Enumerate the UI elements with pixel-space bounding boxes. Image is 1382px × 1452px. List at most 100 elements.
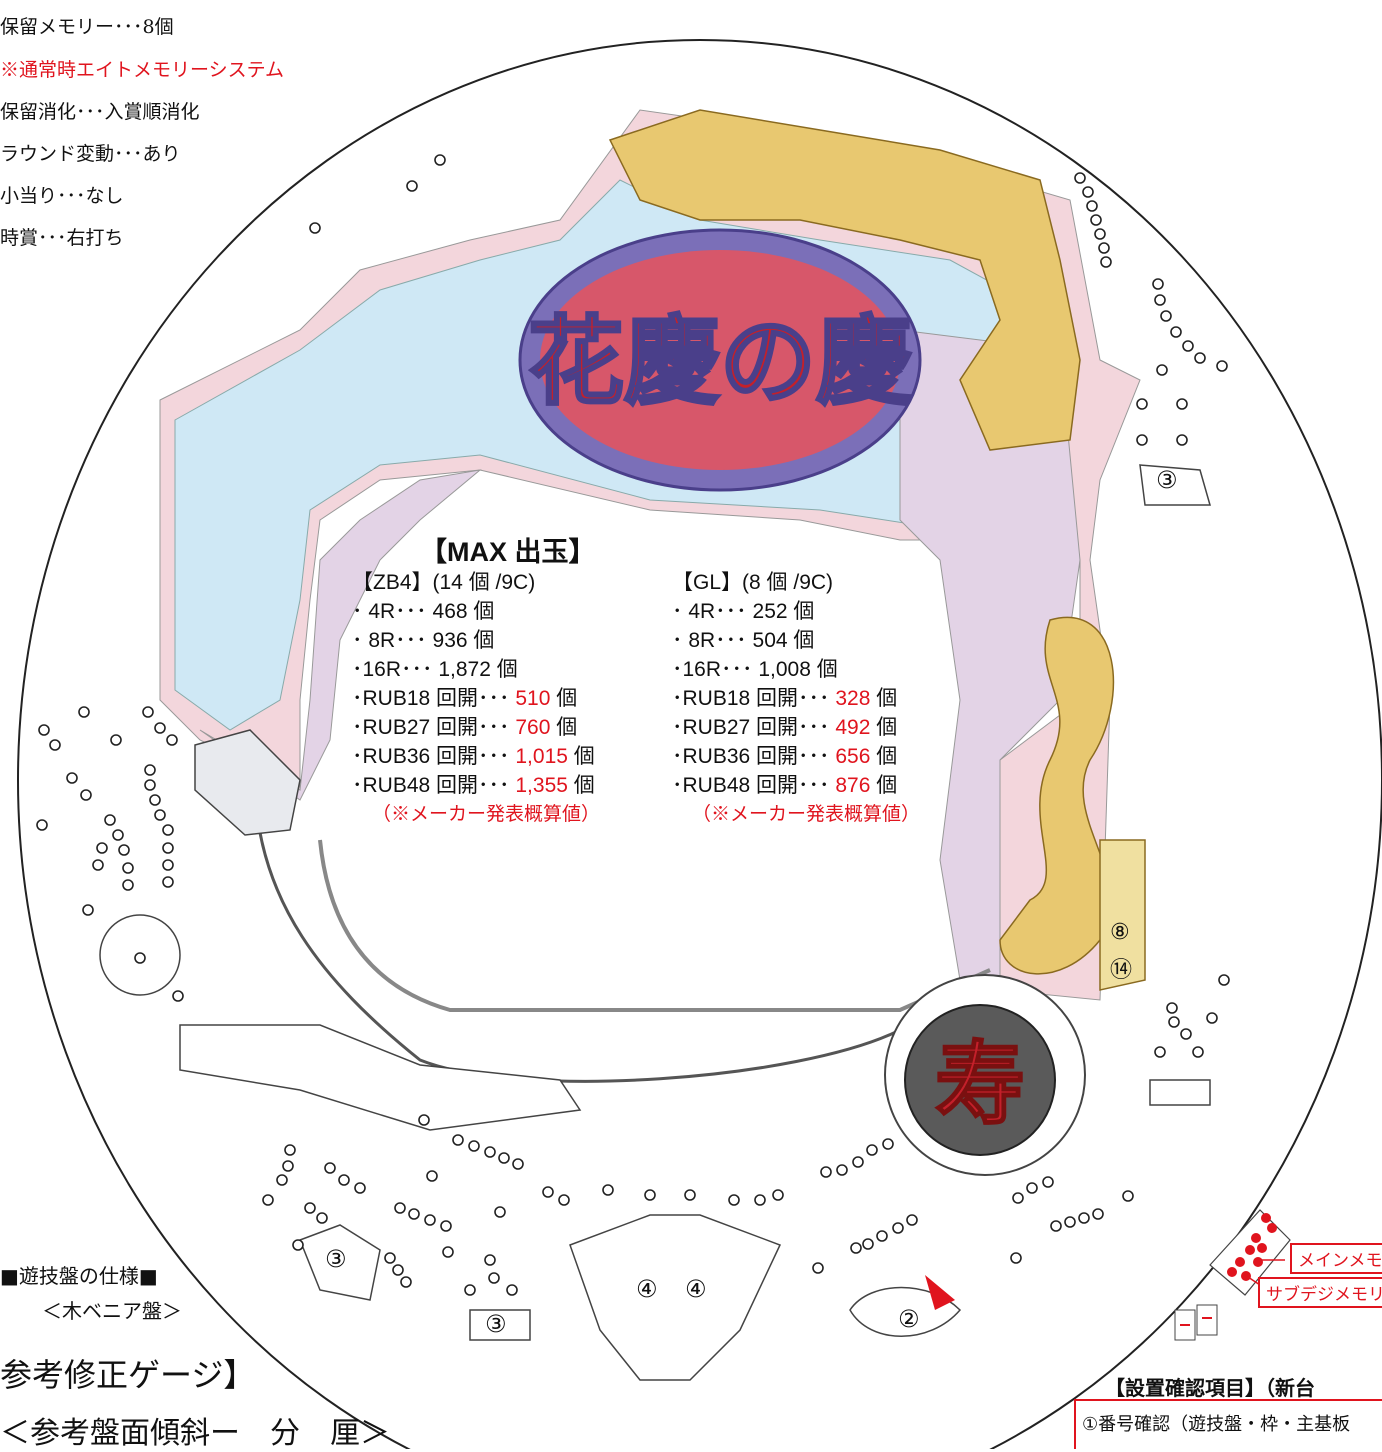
nail-pin xyxy=(498,1152,510,1164)
zb4-row-value: 1,872 個 xyxy=(438,658,518,681)
install-check-title: 【設置確認項目】（新台 xyxy=(1105,1376,1315,1400)
board-spec-title: ■遊技盤の仕様■ xyxy=(0,1264,158,1288)
nail-pin xyxy=(1160,310,1172,322)
nail-pin xyxy=(876,1230,888,1242)
zb4-row-unit: 個 xyxy=(567,774,595,797)
nail-pin xyxy=(78,706,90,718)
nail-pin xyxy=(1206,1012,1218,1024)
nail-pin xyxy=(862,1238,874,1250)
zb4-note: （※メーカー発表概算値） xyxy=(372,804,601,825)
nail-pin xyxy=(426,1170,438,1182)
nail-pin xyxy=(1176,434,1188,446)
nail-pin xyxy=(408,1208,420,1220)
svg-text:花慶の慶: 花慶の慶 xyxy=(528,305,912,418)
zb4-row-label: ･RUB27 回開･･･ xyxy=(352,716,516,739)
nail-pin xyxy=(892,1222,904,1234)
nail-pin xyxy=(172,990,184,1002)
nail-pin xyxy=(162,824,174,836)
nail-pin xyxy=(338,1174,350,1186)
nail-pin xyxy=(354,1182,366,1194)
nail-pin xyxy=(1156,364,1168,376)
pocket-label-two: ② xyxy=(898,1305,920,1333)
title-logo: 花慶の慶 xyxy=(518,228,922,492)
memory-led xyxy=(1253,1257,1263,1267)
nail-pin xyxy=(684,1189,696,1201)
nail-pin xyxy=(392,1264,404,1276)
nail-pin xyxy=(1026,1182,1038,1194)
nail-pin xyxy=(1012,1192,1024,1204)
nail-pin xyxy=(1010,1252,1022,1264)
zb4-row: ･RUB18 回開･･･ 510 個 xyxy=(352,684,600,713)
pocket-label-three-right: ③ xyxy=(1156,466,1178,494)
nail-pin xyxy=(602,1184,614,1196)
gl-row-label: ･RUB18 回開･･･ xyxy=(672,687,836,710)
board-spec-value: ＜木ベニア盤＞ xyxy=(42,1299,182,1323)
nail-pin xyxy=(1098,242,1110,254)
nail-pin xyxy=(1086,200,1098,212)
gl-row: ･ 4R･･･ 252 個 xyxy=(672,597,920,626)
bottom-attacker xyxy=(569,1214,782,1381)
sub-memory-label: サブデジメモリ xyxy=(1258,1277,1382,1308)
nail-pin xyxy=(110,734,122,746)
zb4-row-label: ･RUB36 回開･･･ xyxy=(352,745,516,768)
svg-text:寿: 寿 xyxy=(935,1031,1025,1137)
nail-pin xyxy=(468,1140,480,1152)
spec-line: 時賞･･･右打ち xyxy=(0,227,124,249)
pocket-label-three-bottom: ③ xyxy=(485,1310,507,1338)
install-check-bracket xyxy=(1074,1399,1382,1449)
nail-pin xyxy=(36,819,48,831)
nail-pin xyxy=(104,814,116,826)
nail-pin xyxy=(96,842,108,854)
nail-pin xyxy=(162,842,174,854)
nail-pin xyxy=(1166,1002,1178,1014)
nail-pin xyxy=(1180,1028,1192,1040)
main-memory-label: メインメモリ xyxy=(1290,1243,1382,1274)
nail-pin xyxy=(754,1194,766,1206)
nail-pin xyxy=(1136,434,1148,446)
center-stage-rail xyxy=(253,789,1001,1083)
nail-pin xyxy=(144,779,156,791)
nail-pin xyxy=(118,844,130,856)
memory-led xyxy=(1227,1267,1237,1277)
nail-pin xyxy=(1170,326,1182,338)
nail-pin xyxy=(154,722,166,734)
nail-pin xyxy=(276,1174,288,1186)
nail-pin xyxy=(1092,1208,1104,1220)
memory-led xyxy=(1261,1213,1271,1223)
nail-pin xyxy=(1100,256,1112,268)
zb4-row-label: ･ 4R･･･ xyxy=(352,600,433,623)
memory-led xyxy=(1257,1243,1267,1253)
nail-pin xyxy=(1218,974,1230,986)
nail-pin xyxy=(80,789,92,801)
gold-vine-right xyxy=(999,616,1115,975)
nail-pin xyxy=(1050,1220,1062,1232)
zb4-header: 【ZB4】(14 個 /9C) xyxy=(352,571,536,594)
nail-pin xyxy=(1136,398,1148,410)
left-warp-entrance xyxy=(194,729,301,836)
pocket-label-three-left: ③ xyxy=(325,1245,347,1273)
zb4-block: 【ZB4】(14 個 /9C) ･ 4R･･･ 468 個･ 8R･･･ 936… xyxy=(352,568,600,829)
nail-pin xyxy=(1094,228,1106,240)
nail-pin xyxy=(728,1194,740,1206)
nail-pin xyxy=(1216,360,1228,372)
nail-pin xyxy=(850,1242,862,1254)
gauge-subtitle: ＜参考盤面傾斜ー 分 厘＞ xyxy=(0,1417,390,1450)
gl-row: ･RUB18 回開･･･ 328 個 xyxy=(672,684,920,713)
nail-pin xyxy=(1042,1176,1054,1188)
nail-pin xyxy=(484,1254,496,1266)
gl-note: （※メーカー発表概算値） xyxy=(692,804,921,825)
nail-pin xyxy=(394,1202,406,1214)
zb4-row-value: 936 個 xyxy=(432,629,495,652)
nail-pin xyxy=(812,1262,824,1274)
gl-row-label: ･RUB27 回開･･･ xyxy=(672,716,836,739)
nail-pin xyxy=(1182,340,1194,352)
spec-line: 小当り･･･なし xyxy=(0,185,124,207)
nail-pin xyxy=(262,1194,274,1206)
nail-pin xyxy=(400,1276,412,1288)
gl-row-value: 1,008 個 xyxy=(758,658,838,681)
nail-pin xyxy=(1154,294,1166,306)
zb4-row-label: ･16R･･･ xyxy=(352,658,439,681)
gl-row-value: 504 個 xyxy=(752,629,815,652)
install-check-line1: ①番号確認（遊技盤・枠・主基板 xyxy=(1082,1414,1351,1435)
pocket-label-eight: ⑧ xyxy=(1110,920,1130,945)
